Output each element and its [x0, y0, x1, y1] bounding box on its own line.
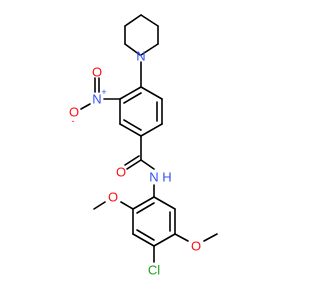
atom-nitro-n-charge: +: [101, 87, 106, 97]
atom-chlorine: Cl: [148, 263, 160, 278]
bond-ring-a-3: [140, 123, 163, 137]
bond-carbonyl-o-a: [126, 159, 142, 170]
bond-ring-a-4: [119, 123, 142, 137]
bond-ring-b-4-inner: [136, 229, 155, 241]
bond-layer: [80, 14, 218, 263]
bond-ring-to-methoxy-upper: [120, 201, 134, 210]
bond-nitro-n-o-single: [80, 103, 91, 110]
bond-ring-to-methoxy-lower: [174, 233, 189, 242]
atom-amide-n: N: [149, 170, 158, 185]
bond-ring-b-1: [153, 196, 176, 210]
atom-nitro-o-charge: -: [72, 116, 75, 126]
atom-nitro-o-double: O: [92, 65, 102, 80]
atom-methoxy-o-lower: O: [191, 239, 201, 254]
atom-nitro-o-single: O: [69, 105, 79, 120]
bond-ring-b-3: [153, 233, 176, 247]
bond-piperidine-3: [124, 14, 142, 27]
bond-methoxy-upper-methyl: [93, 201, 106, 210]
molecule-structure-diagram: N N + O O - O N H O O Cl: [69, 14, 218, 278]
bond-ring-a-4-inner: [123, 119, 142, 131]
atom-amide-h: H: [162, 170, 171, 185]
atom-label-layer: N N + O O - O N H O O Cl: [69, 49, 201, 278]
bond-ring-b-4: [132, 233, 155, 247]
bond-piperidine-1: [124, 43, 141, 56]
bond-ring-a-6-inner: [123, 92, 142, 104]
atom-methoxy-o-upper: O: [108, 190, 118, 205]
bond-ring-a-6: [119, 86, 142, 100]
bond-methoxy-lower-methyl: [203, 233, 218, 242]
atom-amide-o: O: [116, 165, 126, 180]
bond-piperidine-6: [140, 43, 159, 56]
bond-ring-a-1: [140, 86, 163, 100]
atom-nitro-n: N: [92, 92, 101, 107]
bond-carbonyl-o-b: [124, 155, 140, 166]
bond-piperidine-4: [140, 14, 159, 27]
bond-ring-b-6: [132, 196, 155, 210]
atom-piperidine-n: N: [136, 49, 145, 64]
bond-carbonyl-to-n: [140, 159, 155, 170]
bond-ring-b-6-inner: [136, 202, 155, 214]
